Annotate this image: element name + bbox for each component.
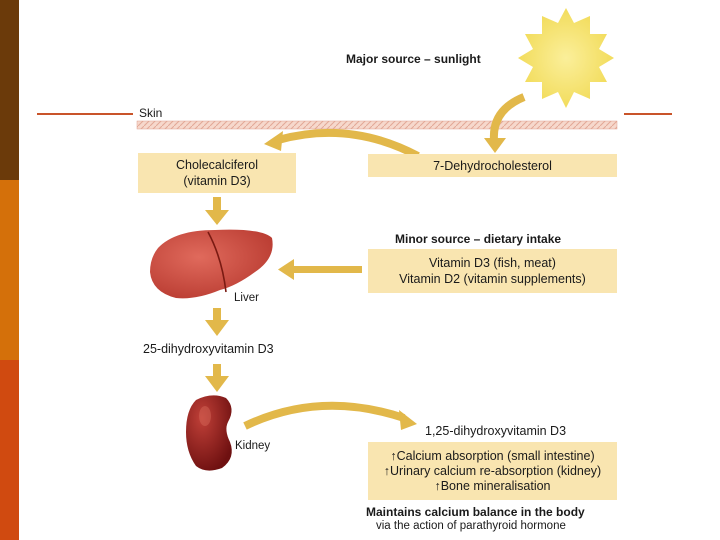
hydroxy125-label: 1,25-dihydroxyvitamin D3 [425, 424, 567, 438]
kidney-icon [186, 395, 232, 471]
hydroxy25-to-kidney-arrow [205, 364, 229, 392]
sunlight-label: Major source – sunlight [346, 52, 481, 66]
dehydro-to-chole-arrowhead [264, 131, 283, 151]
cholecalciferol-subtitle: (vitamin D3) [183, 174, 251, 188]
liver-icon [150, 229, 273, 299]
dietary-to-liver-arrow [278, 259, 362, 280]
dehydrocholesterol-label: 7-Dehydrocholesterol [433, 158, 552, 173]
skin-label: Skin [139, 106, 163, 120]
dietary-box: Vitamin D3 (fish, meat) Vitamin D2 (vita… [368, 249, 617, 293]
liver-to-hydroxy25-arrow [205, 308, 229, 336]
liver-label: Liver [234, 292, 259, 304]
effect-item: ↑Calcium absorption (small intestine) [390, 448, 595, 463]
effects-box: ↑Calcium absorption (small intestine) ↑U… [368, 442, 617, 500]
kidney-label: Kidney [235, 440, 271, 452]
skin-layer [136, 120, 618, 130]
hydroxy25-label: 25-dihydroxyvitamin D3 [143, 342, 274, 356]
effect-item: ↑Bone mineralisation [434, 478, 551, 493]
dietary-line-1: Vitamin D3 (fish, meat) [429, 256, 556, 270]
dehydrocholesterol-box: 7-Dehydrocholesterol [368, 154, 617, 177]
balance-subtitle: via the action of parathyroid hormone [376, 520, 566, 532]
up-arrow-icon: ↑ [383, 463, 391, 478]
sun-to-dehydro-arrow [489, 93, 526, 141]
sun-to-dehydro-arrowhead [484, 138, 506, 153]
dietary-line-2: Vitamin D2 (vitamin supplements) [399, 272, 586, 286]
dietary-title: Minor source – dietary intake [395, 232, 562, 246]
side-bar-top [0, 0, 19, 180]
sun-icon [518, 8, 614, 108]
chole-to-liver-arrow [205, 197, 229, 225]
skin-line-right [624, 113, 672, 115]
balance-title: Maintains calcium balance in the body [366, 505, 585, 519]
up-arrow-icon: ↑ [390, 448, 397, 463]
cholecalciferol-name: Cholecalciferol [176, 158, 258, 172]
skin-line-left [37, 113, 133, 115]
kidney-to-hydroxy125-arrow [243, 401, 406, 430]
dehydro-to-chole-arrow [276, 128, 420, 160]
side-bar-middle [0, 180, 19, 360]
cholecalciferol-box: Cholecalciferol (vitamin D3) [138, 153, 296, 193]
effect-item: ↑Urinary calcium re-absorption (kidney) [383, 463, 602, 478]
kidney-to-hydroxy125-arrowhead [399, 410, 417, 430]
up-arrow-icon: ↑ [434, 478, 441, 493]
side-bar-bottom [0, 360, 19, 540]
